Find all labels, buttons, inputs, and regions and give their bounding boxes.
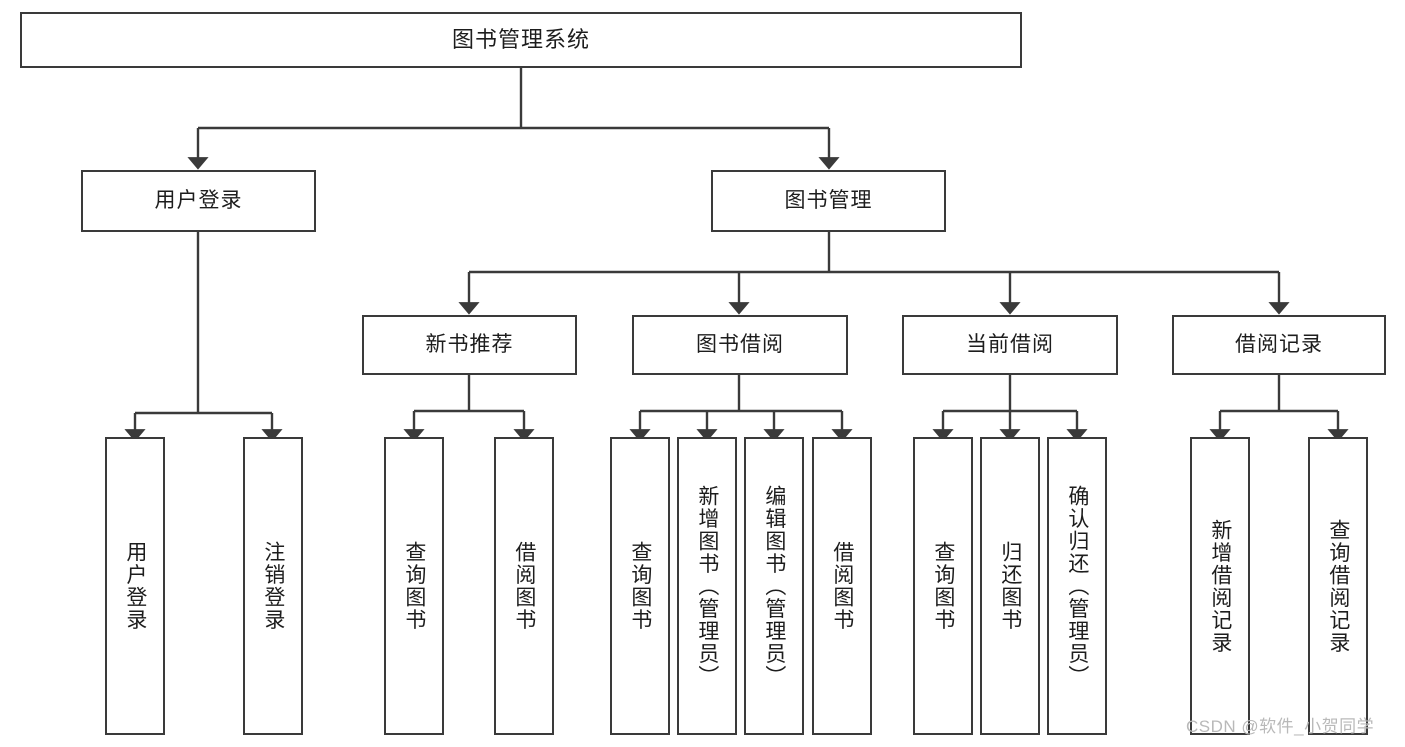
csdn-watermark: CSDN @软件_小贺同学 <box>1186 717 1375 736</box>
node-label: 查询图书 <box>628 541 652 631</box>
node-label: 借阅图书 <box>830 541 854 631</box>
node-label: 新增图书（管理员） <box>695 484 719 688</box>
node-user-login[interactable]: 用户登录 <box>81 170 316 232</box>
node-label: 查询图书 <box>402 541 426 631</box>
node-current-borrow[interactable]: 当前借阅 <box>902 315 1118 375</box>
node-book-management[interactable]: 图书管理 <box>711 170 946 232</box>
node-label: 图书管理 <box>784 189 873 213</box>
node-borrow-record[interactable]: 借阅记录 <box>1172 315 1386 375</box>
node-label: 确认归还（管理员） <box>1065 484 1089 688</box>
leaf-user-login-login[interactable]: 用户登录 <box>105 437 165 735</box>
leaf-book-borrow-borrow[interactable]: 借阅图书 <box>812 437 872 735</box>
leaf-borrow-record-query[interactable]: 查询借阅记录 <box>1308 437 1368 735</box>
node-book-borrow[interactable]: 图书借阅 <box>632 315 848 375</box>
node-label: 新书推荐 <box>425 333 514 357</box>
leaf-user-login-logout[interactable]: 注销登录 <box>243 437 303 735</box>
node-label: 借阅记录 <box>1235 333 1323 357</box>
leaf-current-borrow-confirm-return[interactable]: 确认归还（管理员） <box>1047 437 1107 735</box>
node-label: 用户登录 <box>154 189 243 213</box>
leaf-new-book-borrow[interactable]: 借阅图书 <box>494 437 554 735</box>
node-label: 新增借阅记录 <box>1208 518 1232 654</box>
node-label: 归还图书 <box>998 541 1022 631</box>
leaf-book-borrow-add[interactable]: 新增图书（管理员） <box>677 437 737 735</box>
leaf-borrow-record-add[interactable]: 新增借阅记录 <box>1190 437 1250 735</box>
node-label: 查询图书 <box>931 541 955 631</box>
node-label: 借阅图书 <box>512 541 536 631</box>
node-label: 图书管理系统 <box>451 26 590 52</box>
node-label: 当前借阅 <box>966 333 1054 357</box>
node-label: 注销登录 <box>261 541 285 631</box>
node-new-book-recommend[interactable]: 新书推荐 <box>362 315 577 375</box>
node-label: 用户登录 <box>123 541 147 631</box>
leaf-new-book-query[interactable]: 查询图书 <box>384 437 444 735</box>
node-label: 图书借阅 <box>696 333 784 357</box>
node-root-book-management-system[interactable]: 图书管理系统 <box>20 12 1022 68</box>
leaf-book-borrow-query[interactable]: 查询图书 <box>610 437 670 735</box>
leaf-current-borrow-return[interactable]: 归还图书 <box>980 437 1040 735</box>
node-label: 编辑图书（管理员） <box>762 484 786 688</box>
node-label: 查询借阅记录 <box>1326 518 1350 654</box>
leaf-current-borrow-query[interactable]: 查询图书 <box>913 437 973 735</box>
leaf-book-borrow-edit[interactable]: 编辑图书（管理员） <box>744 437 804 735</box>
